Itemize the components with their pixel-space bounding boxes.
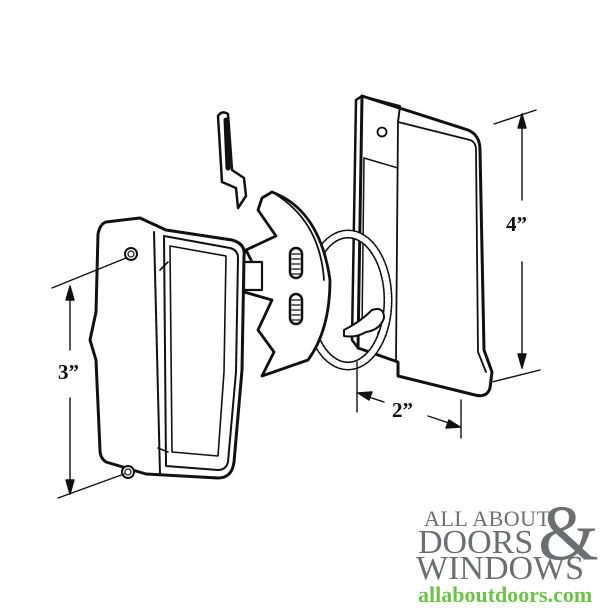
dimension-4-inch [491,109,541,383]
latch-cam-plate [242,190,332,378]
logo-windows: WINDOWS [416,550,585,587]
logo-all-about: ALL ABOUT [424,506,551,531]
logo-website: allaboutdoors.com [418,582,593,607]
dimension-label-4-inch: 4” [506,212,527,236]
dimension-2-inch [356,361,462,439]
dimension-3-inch [51,257,127,499]
dimension-label-3-inch: 3” [58,360,79,384]
inside-handle [88,216,246,480]
latch-hook [216,111,248,210]
logo-ampersand: & [538,489,599,576]
logo-doors: DOORS [418,524,534,561]
dimension-label-2-inch: 2” [392,398,413,422]
